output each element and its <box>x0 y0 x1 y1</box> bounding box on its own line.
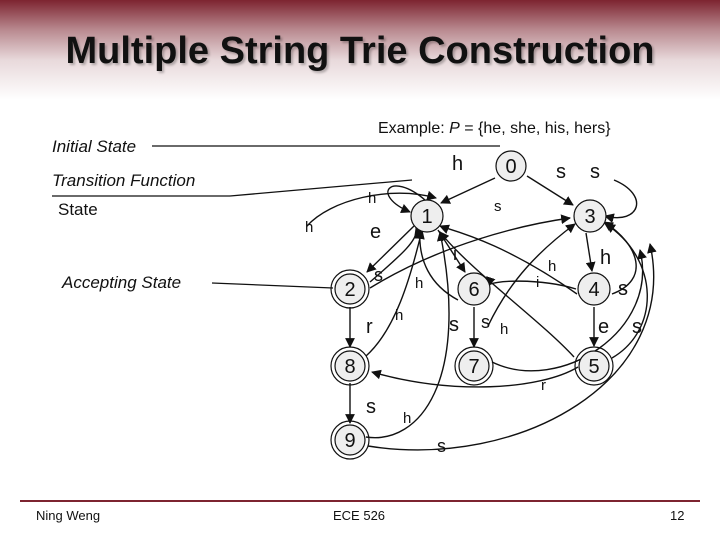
legend-accepting-state: Accepting State <box>62 273 182 292</box>
edge-s-loop-3 <box>604 179 638 223</box>
edge-label-s-0-3-b: s <box>590 161 600 183</box>
edge-label-h-6: h <box>500 321 508 338</box>
footer-rule <box>20 500 700 502</box>
edge-1-6 <box>437 229 466 273</box>
node-1-label: 1 <box>421 206 432 228</box>
edge-label-e-4-5: e <box>598 316 609 338</box>
edge-6-h-1 <box>414 229 459 301</box>
footer-course: ECE 526 <box>333 508 386 523</box>
node-3 <box>573 199 607 233</box>
node-3-label: 3 <box>584 206 595 228</box>
edge-label-h-9: h <box>403 410 411 427</box>
edge-5-h-1 <box>439 231 575 358</box>
node-6 <box>457 272 491 306</box>
node-4-label: 4 <box>588 279 599 301</box>
edge-label-s-2: s <box>374 265 383 285</box>
legend-transition-function: Transition Function <box>52 171 196 190</box>
edge-7-s-3 <box>491 249 647 372</box>
node-9-label: 9 <box>344 430 355 452</box>
edge-8-h-1 <box>365 229 425 357</box>
edge-label-r-5: r <box>541 377 546 394</box>
node-8-accepting <box>330 346 370 386</box>
edge-label-h-8: h <box>395 307 403 324</box>
edge-label-r-2-8: r <box>366 316 373 338</box>
edge-label-h-left: h <box>305 219 313 236</box>
edge-label-s-5: s <box>632 316 642 338</box>
edge-5-s-3 <box>605 223 648 359</box>
node-4 <box>577 272 611 306</box>
legend-line-transition <box>229 179 413 197</box>
slide-title: Multiple String Trie Construction <box>65 30 655 72</box>
edge-label-s-8-9: s <box>366 396 376 418</box>
edge-label-h-3-4: h <box>600 247 611 269</box>
node-9-accepting <box>330 420 370 460</box>
example-p: P <box>449 120 460 137</box>
edge-label-h-2: h <box>415 275 423 292</box>
node-5-label: 5 <box>588 356 599 378</box>
edge-4-h-1 <box>439 224 578 295</box>
node-0-label: 0 <box>505 156 516 178</box>
node-7-accepting <box>454 346 494 386</box>
example-line: Example: P = {he, she, his, hers} <box>378 120 611 138</box>
node-6-label: 6 <box>468 279 479 301</box>
edge-6-s-3 <box>487 223 576 327</box>
edge-label-i-4: i <box>536 274 539 291</box>
node-2-accepting <box>330 269 370 309</box>
edge-label-h-0-1: h <box>452 153 463 175</box>
title-banner <box>0 0 720 100</box>
footer-author: Ning Weng <box>36 508 101 523</box>
edge-1-2 <box>366 225 415 273</box>
edge-h-loop-1 <box>387 185 426 214</box>
edge-9-s-3 <box>367 243 657 451</box>
node-2-label: 2 <box>344 279 355 301</box>
edge-3-4 <box>585 232 596 272</box>
footer-page-number: 12 <box>670 508 685 523</box>
edge-label-s-self: s <box>494 198 502 215</box>
node-1 <box>410 199 444 233</box>
legend-transition-state: State <box>58 200 98 219</box>
edge-label-s-bottom: s <box>437 436 446 456</box>
edge-5-r-8 <box>371 366 579 388</box>
edge-label-e-1-2: e <box>370 221 381 243</box>
edge-0-1 <box>440 177 496 204</box>
node-7-label: 7 <box>468 356 479 378</box>
edge-label-s-0-3-a: s <box>556 161 566 183</box>
edge-label-s-6: s <box>481 312 490 332</box>
legend-initial-state: Initial State <box>52 137 137 156</box>
edge-label-i-1-6: i <box>453 244 457 264</box>
node-8-label: 8 <box>344 356 355 378</box>
node-5-accepting <box>574 346 614 386</box>
edge-label-h-self: h <box>368 190 376 207</box>
node-0 <box>495 150 527 182</box>
edge-h-left-to-1 <box>306 190 437 227</box>
edge-9-h-1 <box>365 231 450 439</box>
edge-label-s-6-7: s <box>449 314 459 336</box>
edge-label-h-4: h <box>548 258 556 275</box>
legend-line-accepting <box>211 282 334 289</box>
example-prefix: Example: <box>378 120 450 137</box>
example-set: = {he, she, his, hers} <box>459 120 611 137</box>
edge-label-s-4: s <box>618 278 628 300</box>
edge-0-3 <box>526 175 574 206</box>
